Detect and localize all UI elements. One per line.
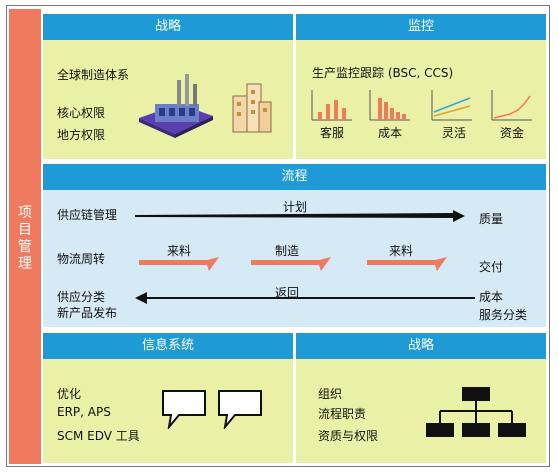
- plan-arrow: [135, 210, 465, 222]
- cost-label: 成本: [479, 290, 504, 304]
- process-panel: 流程 供应链管理 物流周转 供应分类 新产品发布 质量 交付 成本 服务分类 计…: [43, 164, 546, 327]
- strategy-top-panel: 战略 全球制造体系 核心权限 地方权限: [43, 14, 293, 159]
- strategy-top-header: 战略: [43, 14, 293, 40]
- monitor-title: 生产监控跟踪 (BSC, CCS): [312, 66, 454, 80]
- supply-chain-label: 供应链管理: [57, 208, 118, 222]
- line-mark: [433, 97, 471, 113]
- quality-label: 质量: [479, 212, 504, 226]
- chart-flexibility: [431, 90, 472, 121]
- return-arrow: [135, 292, 475, 304]
- strategy-item: 资质与权限: [318, 429, 379, 443]
- info-item: 优化: [57, 387, 82, 401]
- bar-mark: [390, 108, 394, 120]
- info-system-header: 信息系统: [43, 333, 293, 359]
- speech-bubble-icon: [218, 390, 262, 429]
- info-item: SCM EDV 工具: [57, 429, 140, 443]
- flow-arrow: [251, 257, 331, 271]
- bar-mark: [378, 98, 382, 120]
- factory-icon: [139, 74, 213, 138]
- strategy-item: 核心权限: [57, 106, 106, 120]
- process-header: 流程: [43, 164, 546, 190]
- strategy-item: 流程职责: [318, 407, 367, 421]
- chart-capital: [491, 90, 532, 121]
- strategy-item: 全球制造体系: [57, 68, 130, 82]
- bar-mark: [384, 102, 388, 120]
- return-label: 返回: [275, 286, 300, 300]
- bar-mark: [326, 104, 330, 120]
- monitor-header: 监控: [296, 14, 546, 40]
- org-node: [462, 387, 490, 401]
- bar-mark: [318, 112, 322, 120]
- org-node: [498, 423, 526, 437]
- org-node: [426, 423, 454, 437]
- service-label: 服务分类: [479, 308, 528, 322]
- info-item: ERP, APS: [57, 405, 111, 419]
- flow-step-label: 来料: [167, 244, 192, 258]
- line-mark: [433, 105, 471, 117]
- line-mark: [493, 95, 531, 119]
- new-product-label: 新产品发布: [57, 306, 118, 320]
- delivery-label: 交付: [479, 260, 504, 274]
- strategy-item: 组织: [318, 387, 343, 401]
- strategy-bottom-panel: 战略 组织 流程职责 资质与权限: [296, 333, 546, 463]
- chart-label: 成本: [378, 126, 403, 140]
- flow-step-label: 来料: [389, 244, 414, 258]
- strategy-item: 地方权限: [57, 128, 106, 142]
- flow-step-label: 制造: [275, 244, 300, 258]
- bar-mark: [396, 112, 400, 120]
- supply-split-label: 供应分类: [57, 290, 106, 304]
- project-management-label: 项目管理: [18, 205, 32, 272]
- plan-label: 计划: [283, 200, 308, 214]
- buildings-icon: [232, 83, 272, 133]
- monitor-panel: 监控 生产监控跟踪 (BSC, CCS) 客服 成本 灵活 资金: [296, 14, 546, 159]
- bar-mark: [334, 100, 338, 120]
- logistics-label: 物流周转: [57, 252, 106, 266]
- chart-label: 客服: [320, 126, 345, 140]
- flow-arrow: [367, 257, 447, 271]
- chart-cost: [369, 90, 410, 121]
- chart-service: [311, 90, 352, 121]
- bar-mark: [342, 108, 346, 120]
- chart-label: 资金: [500, 126, 525, 140]
- info-system-panel: 信息系统 优化 ERP, APS SCM EDV 工具: [43, 333, 293, 463]
- bar-mark: [402, 114, 406, 120]
- org-chart-icon: [426, 387, 526, 437]
- strategy-bottom-header: 战略: [296, 333, 546, 359]
- org-node: [462, 423, 490, 437]
- chart-label: 灵活: [442, 126, 467, 140]
- flow-arrow: [139, 257, 219, 271]
- speech-bubble-icon: [162, 390, 206, 429]
- project-management-bar: 项目管理: [9, 9, 41, 464]
